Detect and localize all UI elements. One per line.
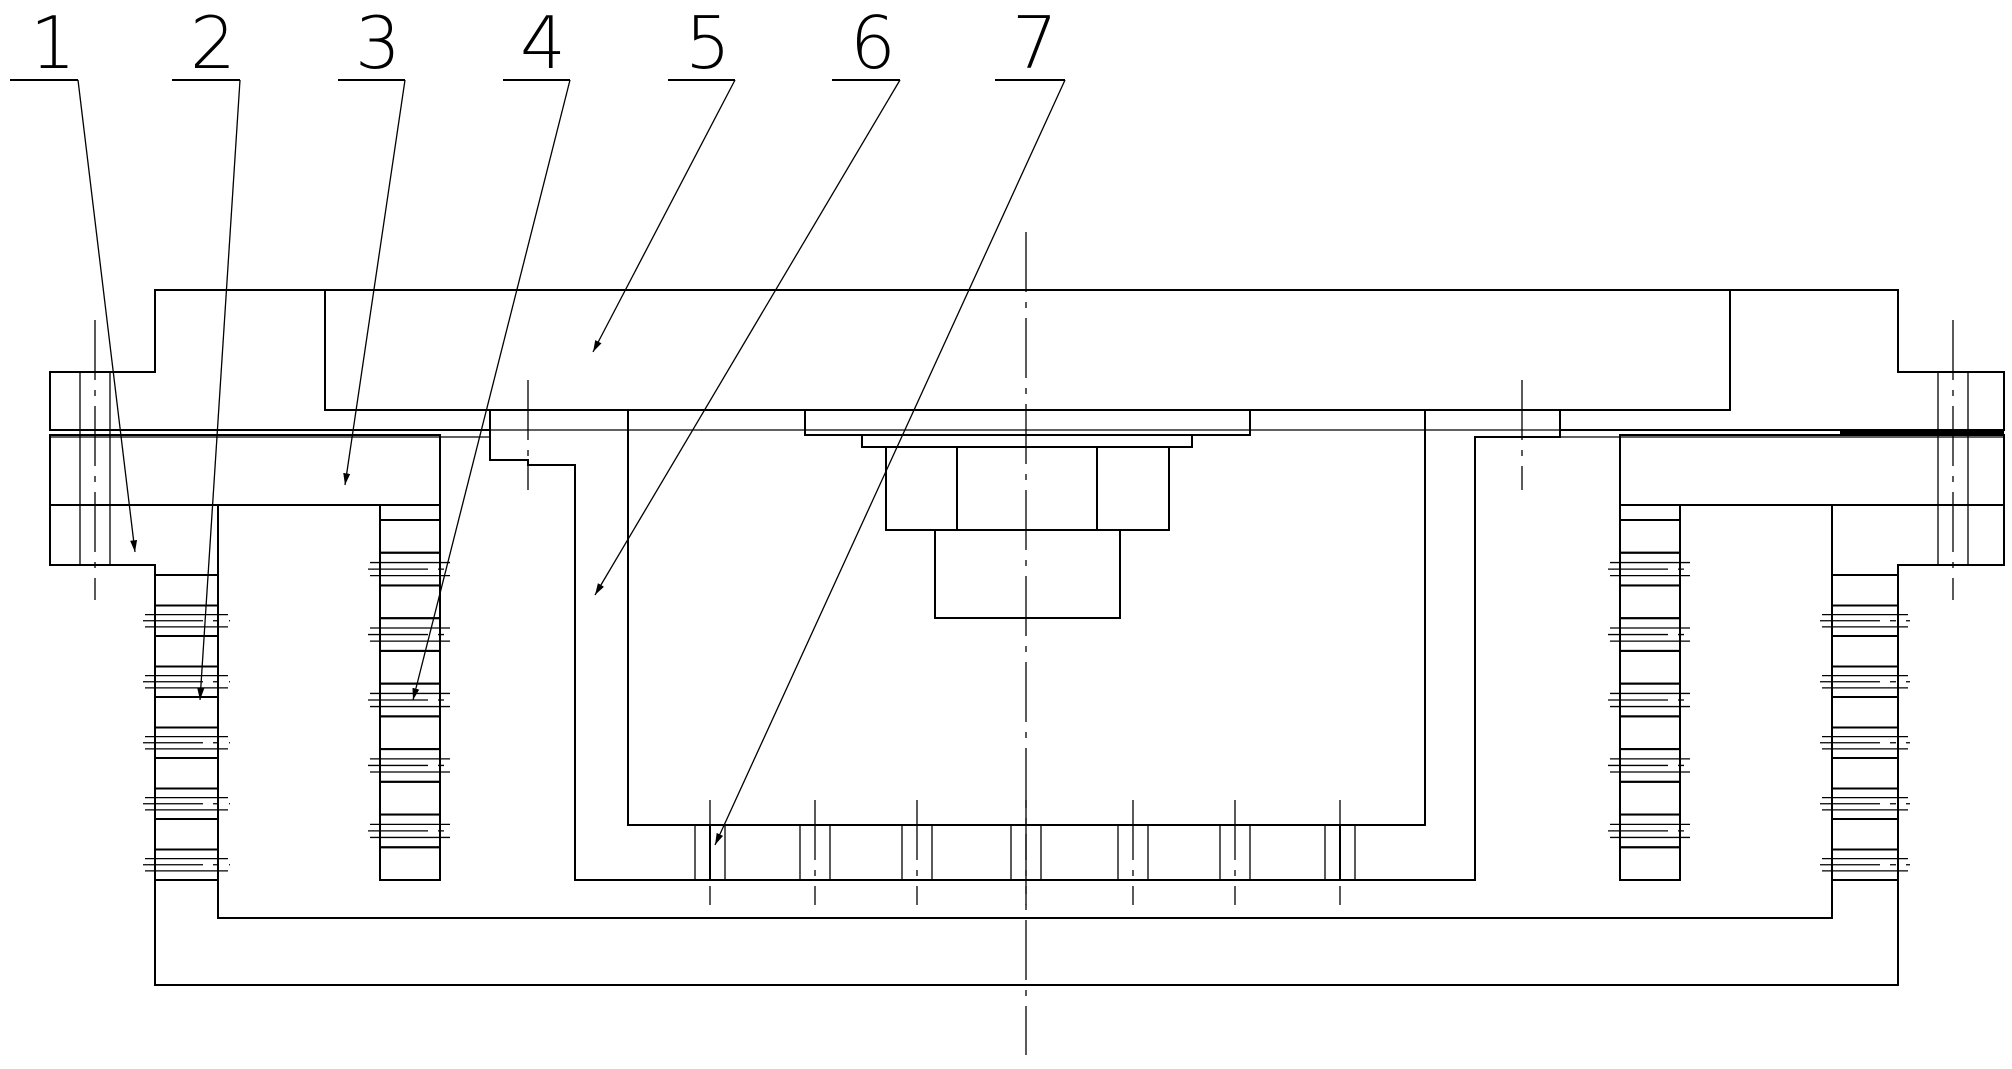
part-labels: 1 2 3 4 5 6 7 (10, 1, 1066, 846)
leader-line-6 (594, 79, 901, 596)
ring-stack-inner-right (1608, 519, 1692, 881)
ring-segment (1619, 584, 1681, 620)
leader-line-4 (412, 79, 571, 701)
ring-segment (379, 584, 441, 620)
center-nut (885, 446, 1170, 531)
ring-segment (1619, 780, 1681, 816)
inner-cup-floor (709, 824, 1341, 881)
ring-segment (154, 635, 219, 668)
ring-segment (1831, 818, 1899, 851)
part-label-3: 3 (355, 1, 401, 85)
ring-segment (379, 780, 441, 816)
ring-stack-outer-right (1820, 574, 1910, 881)
ring-segment (154, 757, 219, 790)
ring-segment (1831, 574, 1899, 607)
outer-housing (49, 504, 2005, 986)
cover-plate-right (1619, 434, 2005, 506)
ring-segment (1831, 635, 1899, 668)
center-washer (804, 409, 1251, 436)
ring-stack-inner-left (368, 519, 452, 881)
ring-segment (1619, 519, 1681, 554)
ring-segment (1619, 649, 1681, 685)
ring-segment (154, 574, 219, 607)
leader-line-3 (343, 79, 406, 486)
top-lid (49, 289, 2005, 438)
center-nut-assembly (804, 409, 1251, 619)
ring-segment (154, 696, 219, 729)
ring-stack-outer-left (143, 574, 230, 881)
ring-segment (154, 818, 219, 851)
part-label-7: 7 (1012, 1, 1058, 85)
top-lid-cavity (325, 289, 1731, 411)
bottom-bolts (694, 800, 1356, 905)
cover-plate (49, 434, 2005, 881)
part-label-1: 1 (30, 1, 76, 85)
ring-segment (1831, 757, 1899, 790)
inner-cup-right-wall (1339, 409, 1561, 881)
ring-segment (1619, 846, 1681, 881)
leader-line-1 (77, 79, 138, 553)
leader-line-5 (592, 79, 736, 353)
ring-segment (379, 846, 441, 881)
inner-cup-left-wall (489, 409, 711, 881)
part-label-2: 2 (190, 1, 236, 85)
center-stud (934, 529, 1121, 619)
ring-segment (379, 715, 441, 751)
inner-cup (489, 409, 1561, 881)
ring-segment (1619, 715, 1681, 751)
flange-bolts (79, 320, 1969, 600)
center-washer-2 (861, 434, 1193, 448)
ring-segment (1831, 696, 1899, 729)
part-label-5: 5 (685, 1, 731, 85)
ring-segment (379, 519, 441, 554)
part-label-4: 4 (520, 1, 566, 85)
part-label-6: 6 (850, 1, 896, 85)
outer-housing-right-flange (1831, 504, 2005, 576)
ring-segment (379, 649, 441, 685)
cover-plate-left (49, 434, 441, 506)
centre-lines (325, 232, 1730, 1055)
leader-line-2 (197, 79, 241, 701)
leader-line-7 (714, 79, 1066, 846)
